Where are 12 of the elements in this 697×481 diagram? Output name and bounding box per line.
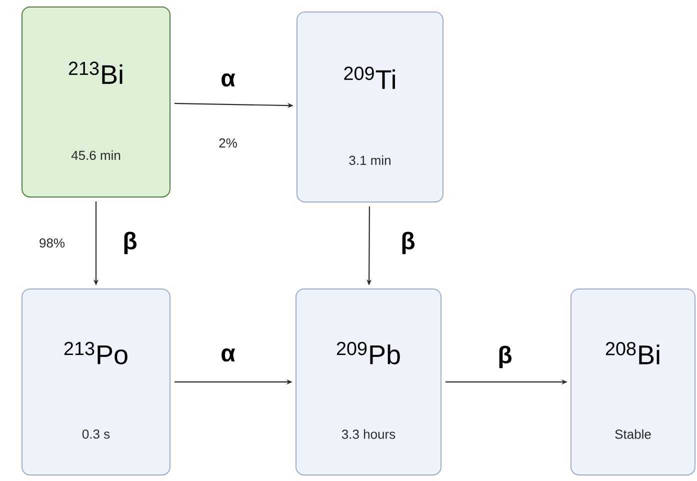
- edge-label: β: [122, 230, 138, 256]
- edge-label: β: [496, 344, 514, 370]
- edge-label: β: [400, 230, 416, 256]
- nuclide-box: $^{209}$Ti 3.1 min: [296, 12, 444, 202]
- percentage-label: 98%: [40, 238, 65, 248]
- percentage-label: 2%: [219, 138, 237, 148]
- nuclide-box: $^{213}$Po 0.3 s: [22, 288, 170, 476]
- nuclide-box: $^{213}$Bi 45.6 min: [22, 6, 170, 198]
- edge-label: α: [220, 72, 236, 88]
- nuclide-box: $^{208}$Bi Stable: [570, 288, 696, 476]
- nuclide-box: $^{209}$Pb 3.3 hours: [296, 288, 442, 476]
- edge-label: α: [220, 347, 236, 363]
